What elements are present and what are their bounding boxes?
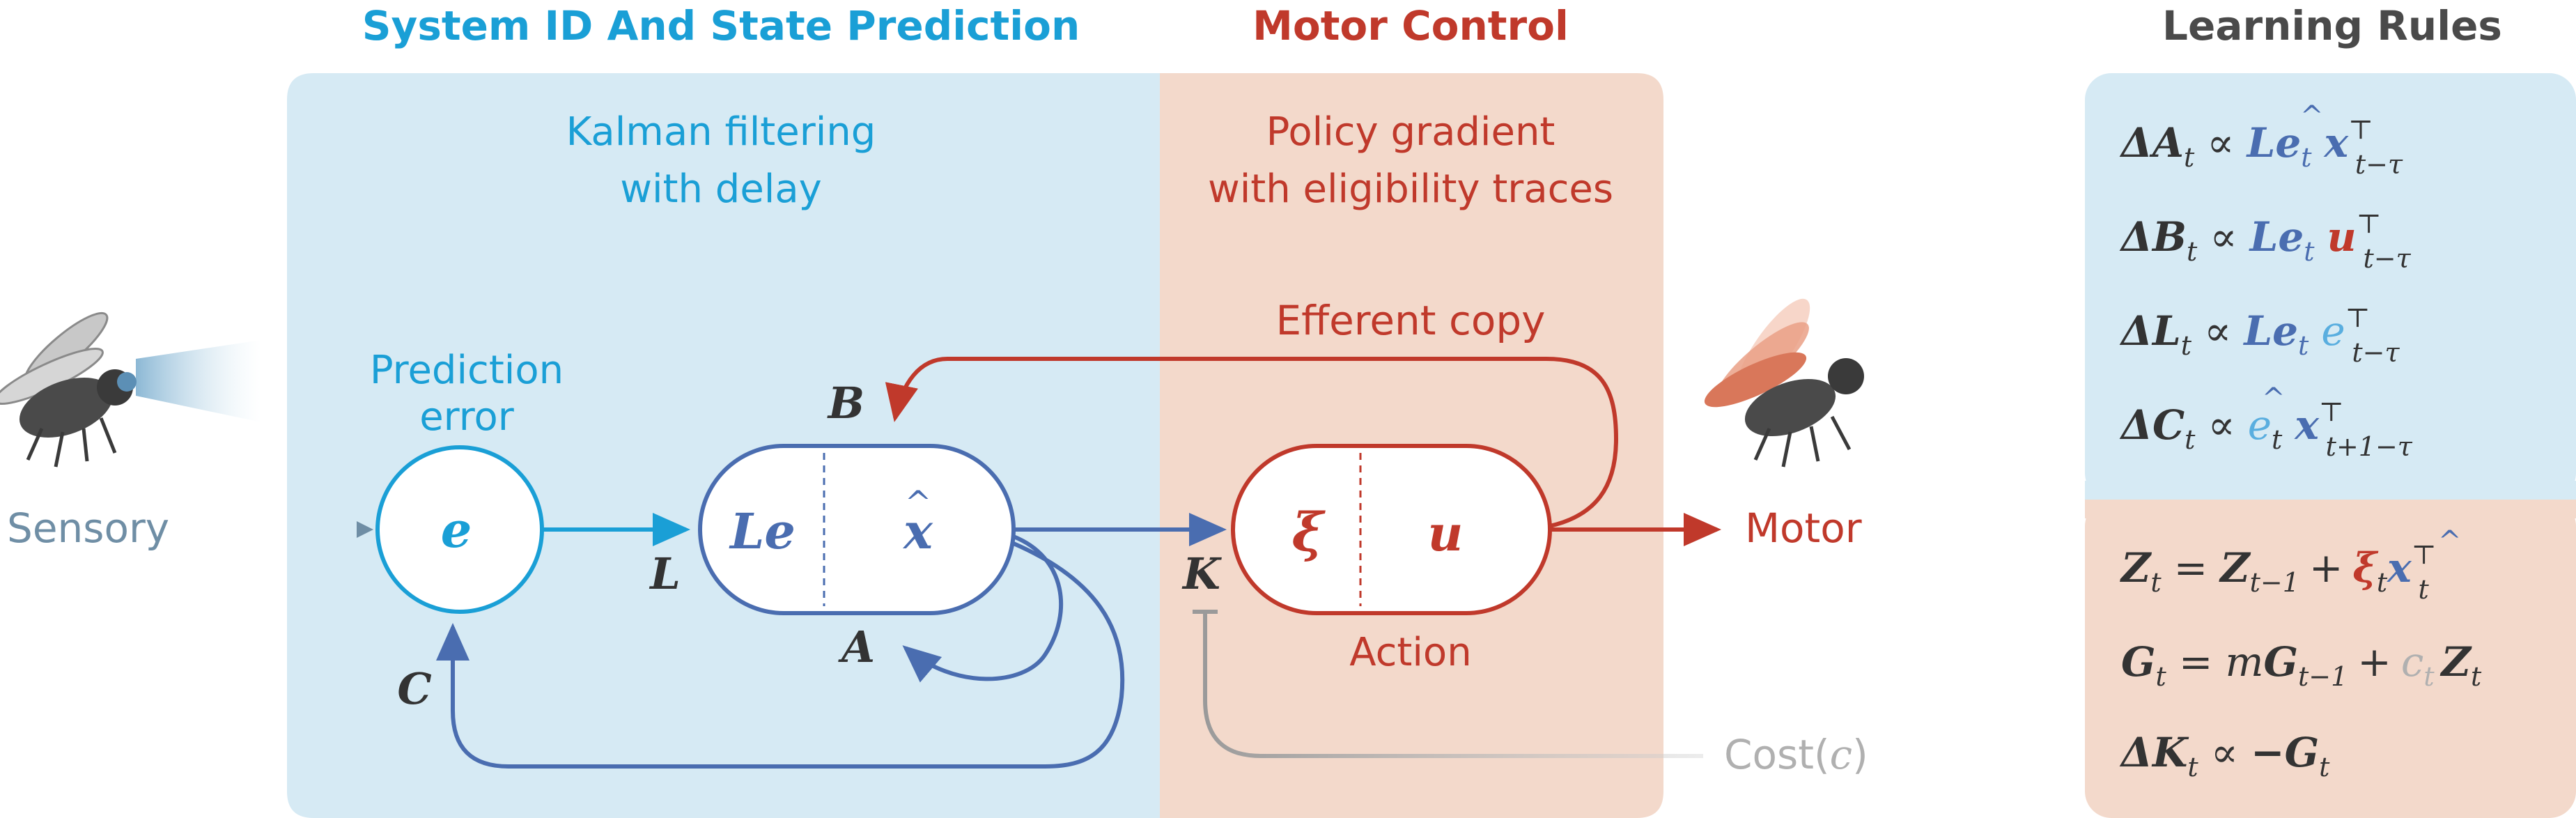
rule-z: Zt=Zt−1+ξtx⊤t [2120, 539, 2436, 605]
rules-panel-bottom [2085, 500, 2576, 818]
prediction-error-label-2: error [419, 394, 515, 440]
motor-label: Motor [1745, 504, 1862, 552]
e-symbol: e [441, 501, 472, 559]
matrix-a-label: A [838, 622, 875, 672]
matrix-k-label: K [1181, 548, 1222, 599]
efferent-copy-arrow [885, 357, 1619, 528]
header-system-id: System ID And State Prediction [362, 2, 1080, 49]
matrix-b-label: B [827, 378, 864, 429]
policy-label-2: with eligibility traces [1208, 167, 1613, 212]
u-symbol: u [1428, 504, 1464, 562]
efferent-copy-label: Efferent copy [1276, 297, 1546, 344]
sensory-label: Sensory [7, 504, 169, 552]
sysid-panel [287, 73, 1160, 818]
xi-symbol: ξ [1291, 501, 1326, 563]
cost-line [1203, 612, 1703, 758]
matrix-c-label: C [397, 663, 431, 714]
rule-delta-k: ΔKt∝−Gt [2119, 729, 2330, 782]
header-motor-control: Motor Control [1252, 2, 1569, 49]
kalman-label-1: Kalman filtering [566, 109, 876, 155]
svg-text:^: ^ [2300, 100, 2324, 132]
a-loop-arrow [902, 534, 1064, 683]
action-node [1231, 444, 1552, 615]
cost-label: Cost(c) [1724, 731, 1868, 778]
xhat-symbol: x [902, 502, 933, 560]
prediction-error-node [375, 445, 544, 614]
prediction-error-label-1: Prediction [370, 348, 564, 393]
action-label: Action [1349, 630, 1471, 675]
rules-panel-top [2085, 73, 2576, 500]
policy-label-1: Policy gradient [1266, 109, 1555, 155]
fly-sensory-icon [0, 311, 261, 468]
header-learning-rules: Learning Rules [2162, 2, 2502, 49]
kalman-label-2: with delay [620, 167, 822, 212]
matrix-l-label: L [649, 548, 681, 599]
c-loop-arrow [436, 541, 1125, 769]
svg-text:^: ^ [905, 484, 932, 521]
fly-motor-icon [1704, 298, 1864, 468]
svg-text:^: ^ [2438, 525, 2462, 557]
svg-text:^: ^ [2262, 383, 2286, 415]
le-symbol: Le [729, 502, 796, 560]
